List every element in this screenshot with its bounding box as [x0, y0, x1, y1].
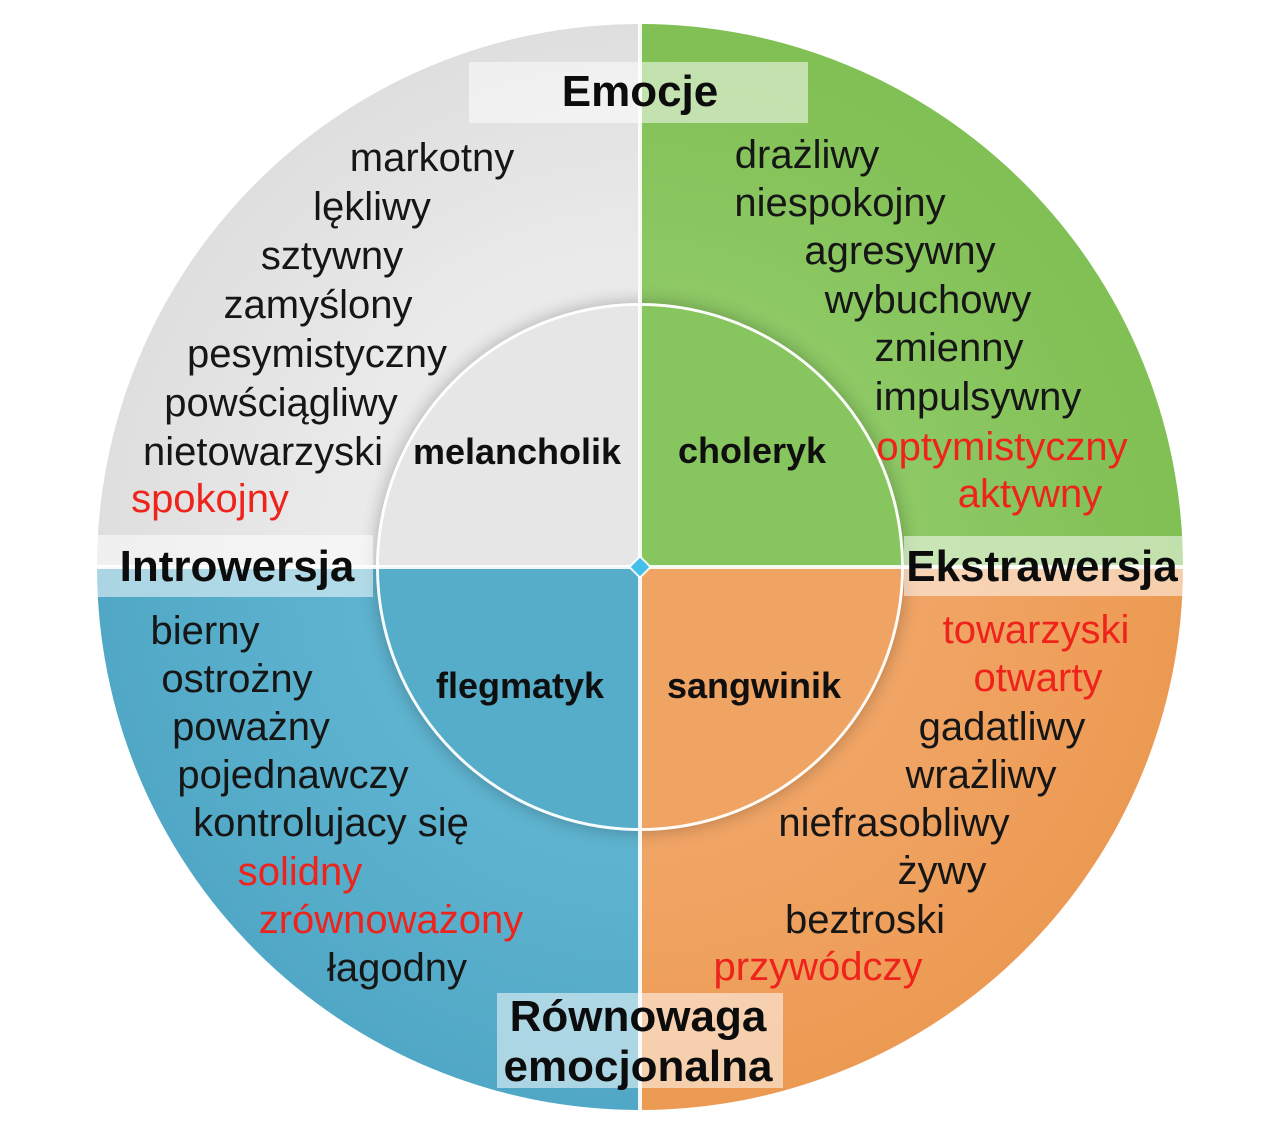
axis-band-rownowaga [497, 993, 783, 1088]
melancholik-trait-8: spokojny [131, 477, 289, 521]
sangwinik-trait-6: żywy [897, 849, 987, 893]
flegmatyk-label: flegmatyk [435, 665, 605, 706]
sangwinik-trait-3: gadatliwy [918, 705, 1086, 749]
melancholik-trait-3: sztywny [260, 234, 404, 278]
sangwinik-trait-4: wrażliwy [905, 753, 1057, 797]
flegmatyk-trait-5: kontrolujacy się [193, 801, 469, 845]
temperament-wheel [97, 24, 1183, 1110]
sangwinik-inner-quadrant [640, 567, 901, 828]
sangwinik-label: sangwinik [666, 665, 842, 706]
choleryk-trait-4: wybuchowy [824, 278, 1032, 322]
axis-label-rownowaga-line2: emocjonalna [503, 1042, 773, 1091]
flegmatyk-inner-quadrant [379, 567, 640, 828]
sangwinik-trait-2: otwarty [973, 656, 1103, 700]
axis-label-rownowaga-line1: Równowaga [509, 992, 767, 1041]
choleryk-trait-3: agresywny [804, 229, 996, 273]
axis-label-introwersja: Introwersja [119, 542, 355, 591]
melancholik-label: melancholik [412, 431, 622, 472]
melancholik-trait-2: lękliwy [313, 185, 431, 229]
melancholik-trait-1: markotny [349, 136, 515, 180]
sangwinik-trait-7: beztroski [784, 898, 946, 942]
sangwinik-trait-5: niefrasobliwy [778, 801, 1010, 845]
flegmatyk-trait-4: pojednawczy [177, 753, 409, 797]
choleryk-trait-7: optymistyczny [876, 425, 1128, 469]
melancholik-inner-quadrant [379, 306, 640, 567]
choleryk-label: choleryk [677, 430, 827, 471]
axis-band-ekstrawersja [904, 536, 1183, 596]
flegmatyk-trait-6: solidny [237, 850, 363, 894]
melancholik-trait-5: pesymistyczny [186, 332, 448, 376]
sangwinik-trait-8: przywódczy [713, 945, 923, 989]
choleryk-trait-2: niespokojny [734, 181, 946, 225]
flegmatyk-trait-8: łagodny [326, 946, 468, 990]
choleryk-trait-6: impulsywny [874, 375, 1082, 419]
sangwinik-trait-1: towarzyski [942, 608, 1130, 652]
flegmatyk-trait-1: bierny [150, 609, 260, 653]
melancholik-trait-6: powściągliwy [164, 381, 398, 425]
choleryk-trait-5: zmienny [874, 326, 1024, 370]
axis-band-emocje [469, 62, 808, 123]
choleryk-inner-quadrant [640, 306, 901, 567]
flegmatyk-trait-3: poważny [172, 705, 330, 749]
axis-label-ekstrawersja: Ekstrawersja [906, 542, 1178, 591]
melancholik-trait-7: nietowarzyski [142, 430, 384, 474]
axis-band-introwersja [97, 535, 373, 597]
melancholik-trait-4: zamyślony [223, 283, 413, 327]
flegmatyk-trait-7: zrównoważony [258, 898, 524, 942]
choleryk-trait-8: aktywny [957, 472, 1103, 516]
axis-label-emocje: Emocje [561, 67, 719, 116]
flegmatyk-trait-2: ostrożny [161, 657, 313, 701]
choleryk-trait-1: drażliwy [734, 133, 880, 177]
